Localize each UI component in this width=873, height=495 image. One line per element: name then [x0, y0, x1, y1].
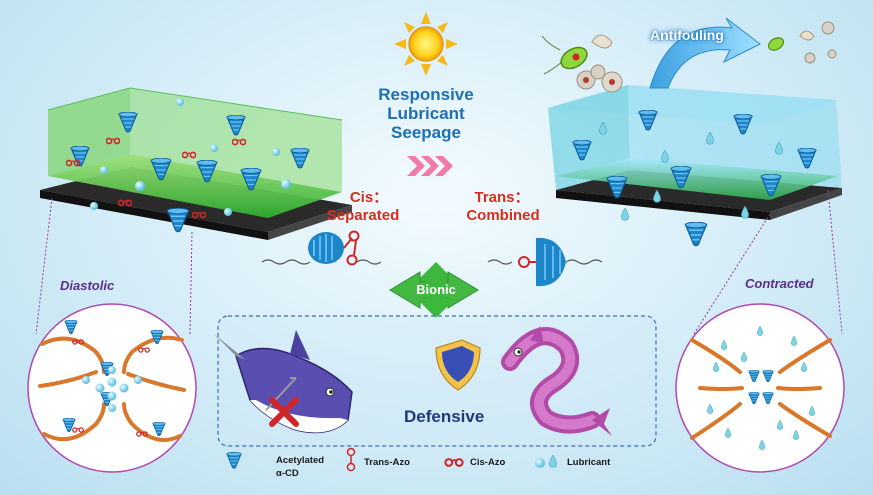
trans-molecule — [487, 237, 603, 287]
legend-cd-label: Acetylated — [276, 455, 325, 466]
antifouling-label: Antifouling — [650, 27, 724, 43]
title-line-1: Responsive — [378, 85, 474, 104]
chevron-arrows — [407, 156, 453, 176]
cis-sub-label: Separated — [326, 207, 400, 224]
trans-label: Trans： — [474, 189, 530, 206]
right-gel-block — [548, 85, 842, 247]
legend-lubricant-icon — [535, 455, 557, 468]
legend-icons — [226, 447, 557, 472]
legend-cd-label-2: α-CD — [276, 468, 299, 479]
legend-cis-azo-icon — [444, 457, 464, 468]
trans-sub-label: Combined — [466, 207, 540, 224]
contracted-label: Contracted — [745, 276, 814, 291]
fouling-organisms — [541, 21, 837, 93]
legend-trans-azo-icon — [346, 447, 356, 472]
cis-label: Cis： — [349, 189, 389, 206]
sun-icon — [394, 12, 458, 76]
left-gel-block — [40, 87, 352, 240]
antifouling-arrow — [649, 17, 761, 89]
eel-icon — [501, 326, 612, 436]
legend-trans-azo-label: Trans-Azo — [364, 457, 410, 468]
title-line-2: Lubricant — [387, 104, 465, 123]
bionic-label: Bionic — [416, 282, 456, 297]
cross-icon — [269, 397, 299, 427]
contracted-network-circle — [675, 189, 845, 473]
shield-icon — [435, 339, 481, 391]
legend-cd-icon — [226, 452, 242, 469]
bionic-arrow — [389, 262, 479, 318]
cis-molecule — [261, 230, 382, 266]
defensive-label: Defensive — [404, 407, 485, 426]
title-line-3: Seepage — [391, 123, 461, 142]
shark-icon — [214, 330, 353, 434]
legend-lubricant-label: Lubricant — [567, 457, 611, 468]
diastolic-network-circle — [27, 197, 197, 473]
legend-cis-azo-label: Cis-Azo — [470, 457, 506, 468]
diastolic-label: Diastolic — [60, 278, 115, 293]
